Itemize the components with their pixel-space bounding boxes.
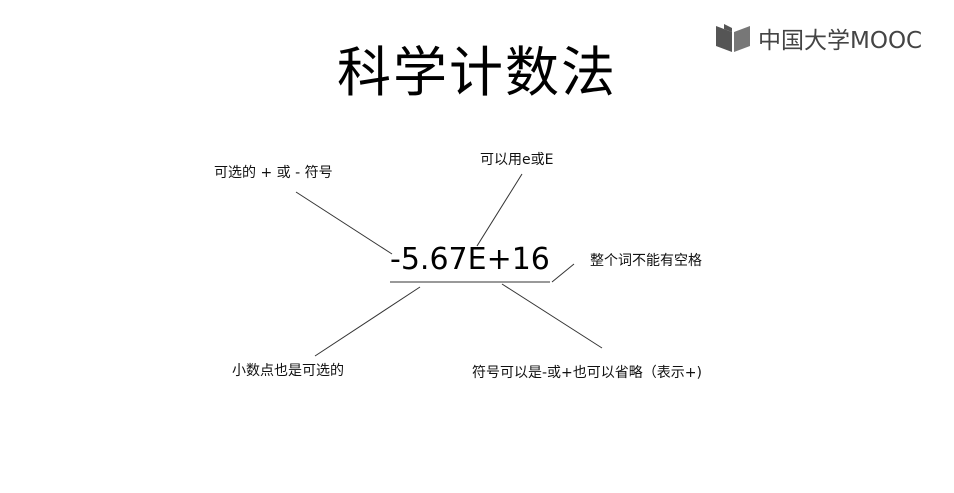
annotation-exponent-sign: 符号可以是-或+也可以省略（表示+): [472, 365, 702, 381]
annotation-no-space: 整个词不能有空格: [590, 253, 702, 269]
pointer-line-e: [476, 173, 523, 247]
pointer-line-no-space: [551, 263, 575, 283]
mooc-logo: 中国大学MOOC: [714, 20, 922, 56]
pointer-line-sign: [295, 191, 393, 255]
logo-text: 中国大学MOOC: [758, 28, 923, 54]
pointer-line-exponent: [501, 283, 603, 349]
mooc-book-icon: [714, 22, 752, 54]
pointer-line-decimal: [314, 286, 421, 357]
annotation-e-letter: 可以用e或E: [480, 152, 554, 168]
annotation-decimal-point: 小数点也是可选的: [232, 363, 344, 379]
scientific-notation-example: -5.67E+16: [390, 242, 550, 277]
slide-title: 科学计数法: [337, 41, 617, 104]
annotation-sign: 可选的 + 或 - 符号: [214, 165, 333, 181]
